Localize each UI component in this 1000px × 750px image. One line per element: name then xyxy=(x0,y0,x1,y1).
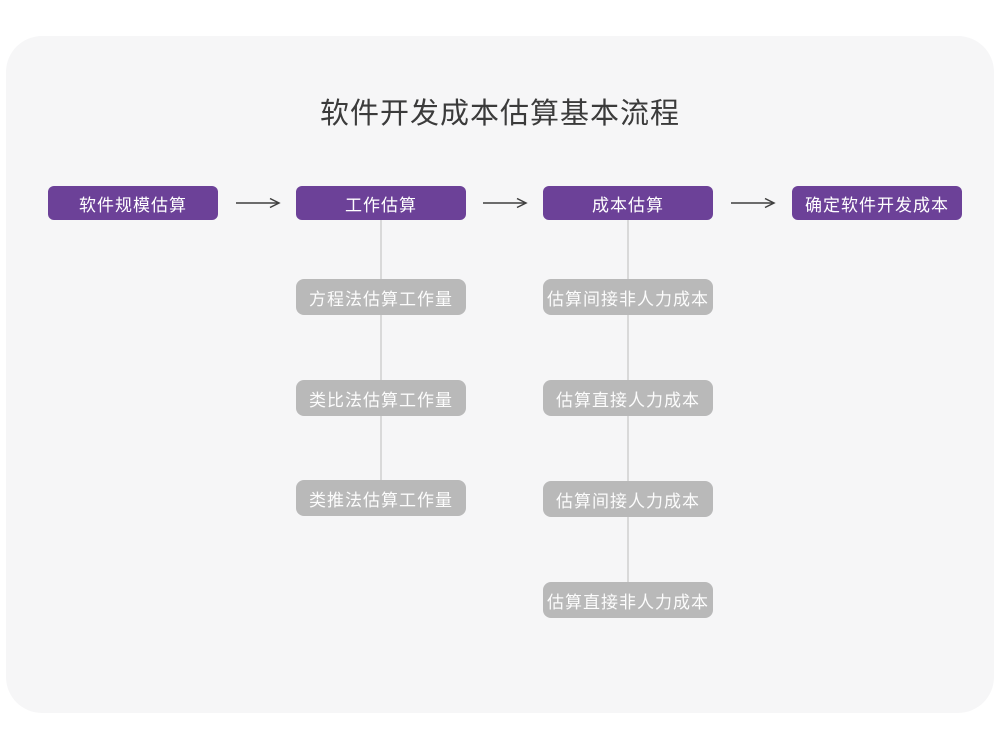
flowchart-canvas: 软件开发成本估算基本流程 软件规模估算 工作估算 成本估算 xyxy=(6,36,994,713)
flow-node-determine-software-dev-cost[interactable]: 确定软件开发成本 xyxy=(792,186,962,220)
flow-node-work-estimation[interactable]: 工作估算 xyxy=(296,186,466,220)
child-node-indirect-non-labor-cost[interactable]: 估算间接非人力成本 xyxy=(543,279,713,315)
child-node-direct-non-labor-cost[interactable]: 估算直接非人力成本 xyxy=(543,582,713,618)
arrow-right-icon xyxy=(482,197,528,209)
flow-node-cost-estimation[interactable]: 成本估算 xyxy=(543,186,713,220)
child-node-direct-labor-cost[interactable]: 估算直接人力成本 xyxy=(543,380,713,416)
child-node-indirect-labor-cost[interactable]: 估算间接人力成本 xyxy=(543,481,713,517)
connector-work-estimation xyxy=(380,220,382,500)
page-title: 软件开发成本估算基本流程 xyxy=(319,98,680,130)
arrow-right-icon xyxy=(235,197,281,209)
flow-node-software-scale-estimation[interactable]: 软件规模估算 xyxy=(48,186,218,220)
child-node-equation-method[interactable]: 方程法估算工作量 xyxy=(296,279,466,315)
child-node-analogy-method[interactable]: 类比法估算工作量 xyxy=(296,380,466,416)
arrow-right-icon xyxy=(730,197,776,209)
child-node-extrapolation-method[interactable]: 类推法估算工作量 xyxy=(296,480,466,516)
